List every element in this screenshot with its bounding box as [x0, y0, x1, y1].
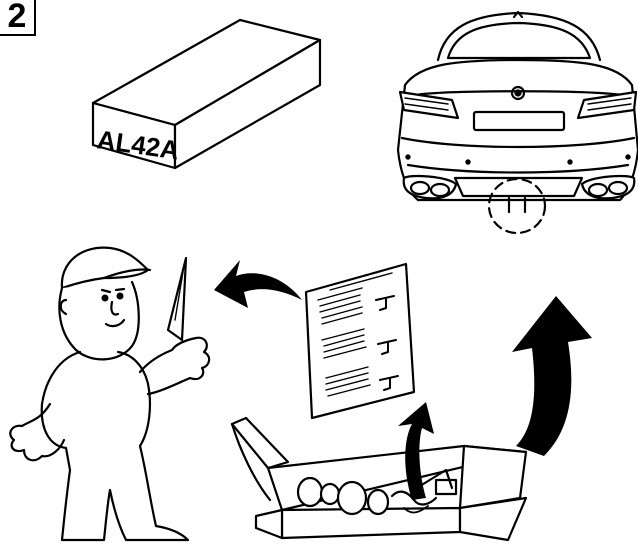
kit-box: AL42A: [93, 20, 320, 168]
exhaust-right: [582, 176, 634, 198]
car-rear-illustration: [398, 12, 638, 233]
exhaust-left: [404, 176, 456, 198]
parts-box: [232, 418, 526, 540]
arrow-to-mechanic: [214, 260, 302, 308]
arrow-box-to-car: [512, 296, 592, 456]
instruction-sheet: [306, 264, 414, 418]
mechanic-figure: [10, 248, 209, 540]
